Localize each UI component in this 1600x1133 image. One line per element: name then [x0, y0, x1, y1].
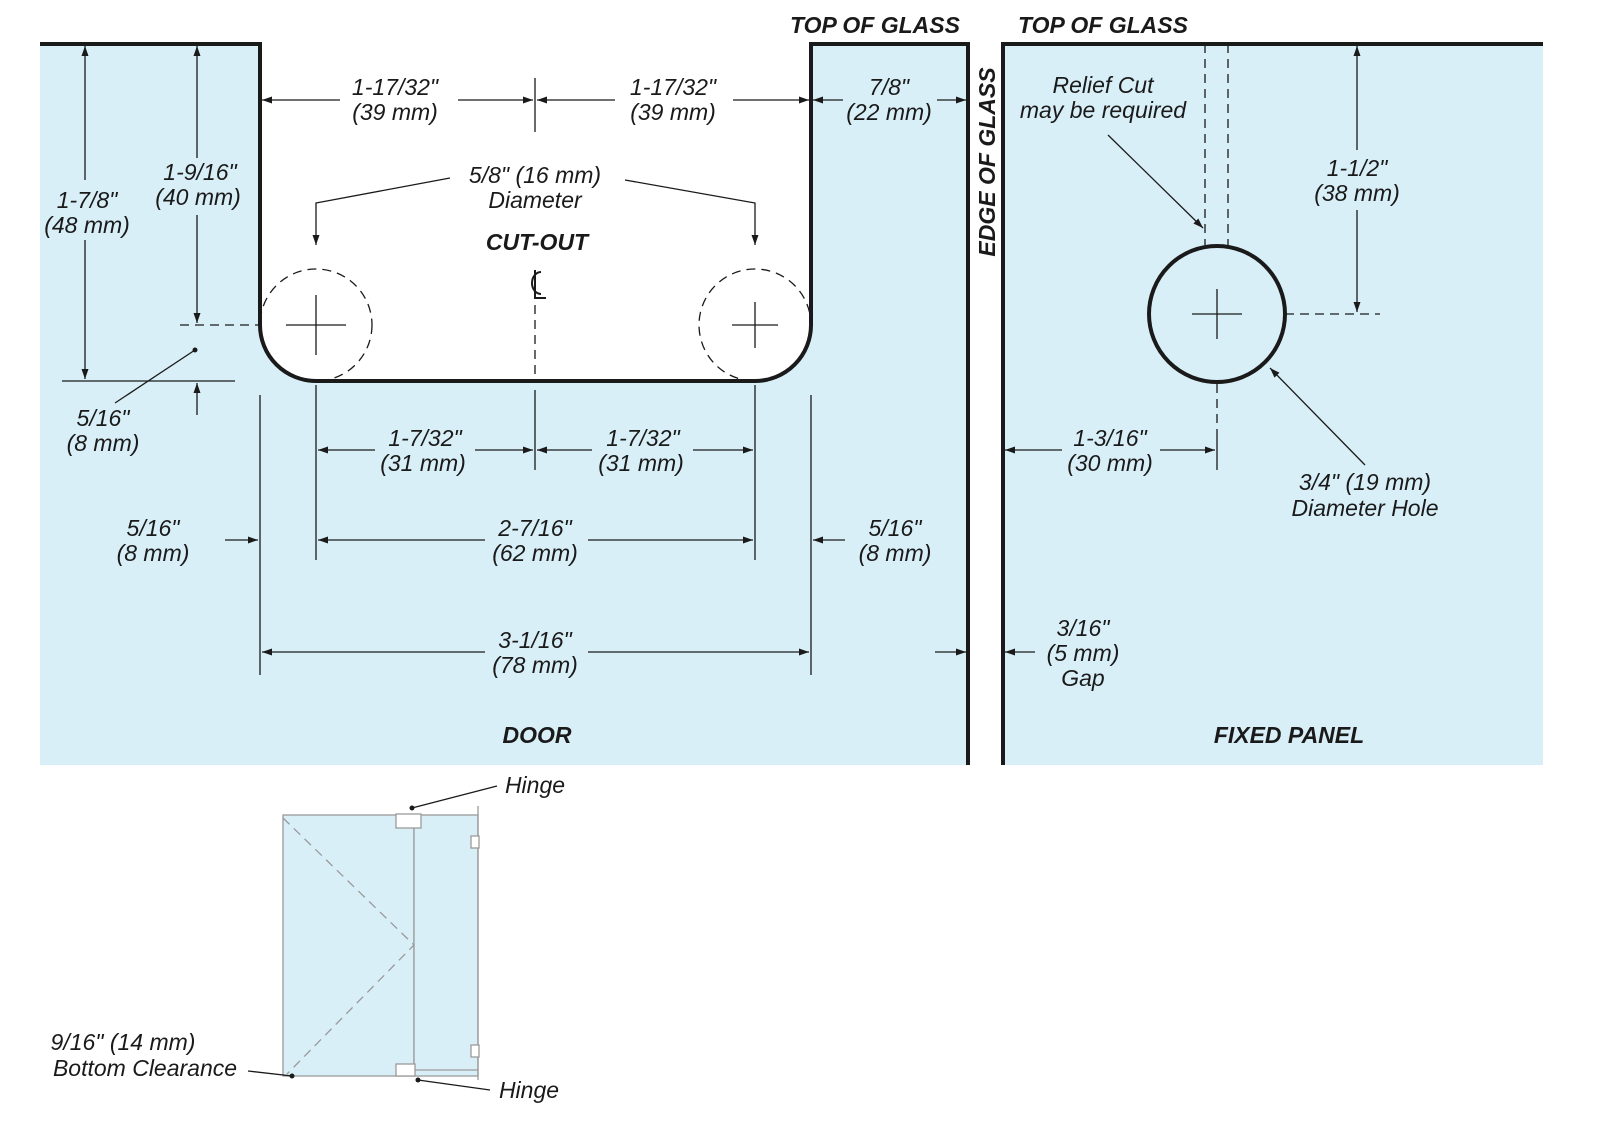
dim-label: (40 mm): [155, 184, 241, 210]
clearance-label: 9/16" (14 mm): [51, 1029, 196, 1055]
cut-out-label: CUT-OUT: [486, 229, 590, 255]
dim-label: 2-7/16": [497, 515, 573, 541]
elevation-door: [282, 814, 415, 1077]
hinge-bottom-block: [395, 1063, 416, 1077]
fixed-panel-label: FIXED PANEL: [1214, 722, 1364, 748]
door-glass: [40, 44, 968, 765]
dim-label: (62 mm): [492, 540, 578, 566]
dim-label: (48 mm): [44, 212, 130, 238]
relief-cut-label: may be required: [1020, 97, 1187, 123]
dim-label: 1-1/2": [1327, 155, 1389, 181]
dim-label: 1-7/8": [57, 187, 119, 213]
clearance-label: Bottom Clearance: [53, 1055, 237, 1081]
relief-cut-label: Relief Cut: [1053, 72, 1156, 98]
panel-outline: [1001, 42, 1543, 765]
dim-label: (31 mm): [380, 450, 466, 476]
hole-label: Diameter Hole: [1292, 495, 1439, 521]
dim-label: (30 mm): [1067, 450, 1153, 476]
gap-label: (5 mm): [1047, 640, 1120, 666]
dim-label: (38 mm): [1314, 180, 1400, 206]
dim-label: 5/16": [77, 405, 132, 431]
dim-label: (78 mm): [492, 652, 578, 678]
dim-label: 1-17/32": [630, 74, 718, 100]
hinge-bottom-label: Hinge: [499, 1077, 559, 1103]
crosshairs: [286, 289, 1242, 355]
relief-cut-lines: [1204, 44, 1380, 430]
hinge-top-label: Hinge: [505, 772, 565, 798]
dim-label: 1-17/32": [352, 74, 440, 100]
dim-label: 1-9/16": [163, 159, 238, 185]
dim-label: (8 mm): [117, 540, 190, 566]
fixed-panel-glass: [1003, 44, 1543, 765]
edge-of-glass-label: EDGE OF GLASS: [974, 67, 1000, 257]
dim-label: (8 mm): [859, 540, 932, 566]
dim-label: 1-7/32": [606, 425, 681, 451]
leader-dot: [192, 347, 198, 353]
diameter-label: 5/8" (16 mm): [469, 162, 601, 188]
door-elevation: [247, 785, 498, 1091]
hinge-hole-left: [259, 268, 373, 382]
dim-label: 5/16": [869, 515, 924, 541]
hole-label: 3/4" (19 mm): [1299, 469, 1431, 495]
dim-label: 7/8": [869, 74, 911, 100]
centerline-symbol: [531, 270, 546, 299]
dim-label: (39 mm): [352, 99, 438, 125]
hinge-hole-right: [698, 268, 812, 382]
panel-clip: [470, 1044, 480, 1058]
hinge-top-block: [395, 813, 422, 829]
dim-label: 1-3/16": [1073, 425, 1148, 451]
gap-label: 3/16": [1057, 615, 1112, 641]
top-of-glass-panel-label: TOP OF GLASS: [1018, 12, 1189, 38]
dimension-lines: [62, 46, 1366, 675]
dim-label: 1-7/32": [388, 425, 463, 451]
dim-label: 3-1/16": [498, 627, 573, 653]
elevation-panel: [413, 814, 479, 1077]
door-label: DOOR: [503, 722, 572, 748]
dim-label: (31 mm): [598, 450, 684, 476]
top-of-glass-door-label: TOP OF GLASS: [790, 12, 961, 38]
panel-clip: [470, 835, 480, 849]
dim-label: (39 mm): [630, 99, 716, 125]
dim-label: (22 mm): [846, 99, 932, 125]
dim-label: 5/16": [127, 515, 182, 541]
diameter-label: Diameter: [488, 187, 583, 213]
gap-label: Gap: [1061, 665, 1105, 691]
dim-label: (8 mm): [67, 430, 140, 456]
